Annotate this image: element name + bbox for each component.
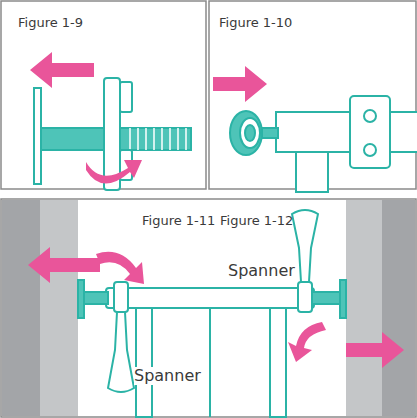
panel-frame [1, 1, 206, 189]
bolt-figure [130, 128, 186, 150]
bolt-figure [120, 82, 132, 112]
direction-arrow [30, 52, 94, 88]
gate-frame [136, 308, 152, 417]
gate-figure [240, 118, 260, 148]
part-name: Spanner [134, 367, 201, 385]
gate-frame [312, 292, 340, 304]
bolt-figure [34, 88, 41, 184]
direction-arrow [288, 322, 326, 362]
gate-frame [84, 292, 108, 304]
gate-figure [350, 96, 390, 168]
spanner-tool [298, 282, 312, 312]
gate-figure [262, 128, 278, 138]
wall [40, 200, 78, 416]
figure-label: Figure 1-11 [142, 214, 215, 228]
direction-arrow [28, 247, 404, 368]
figure-label: Figure 1-12 [220, 214, 293, 228]
wall [346, 200, 382, 416]
spanner-tool [108, 210, 318, 392]
direction-arrow [30, 52, 142, 184]
wall [2, 200, 40, 416]
gate-figure [364, 110, 376, 122]
direction-arrow [96, 252, 144, 284]
spanner-tool [292, 210, 318, 282]
figure-label: Figure 1-10 [219, 16, 292, 30]
bolt-figure [34, 78, 191, 190]
direction-arrow [346, 332, 404, 368]
gate-frame [78, 280, 346, 417]
gate-frame [106, 288, 314, 308]
gate-frame [270, 308, 286, 417]
bolt-figure [104, 78, 120, 190]
direction-arrow [86, 160, 142, 184]
direction-arrow [213, 66, 267, 102]
spanner-tool [114, 282, 128, 312]
gate-figure [296, 152, 328, 192]
figure-label: Figure 1-9 [18, 16, 83, 30]
wall [382, 200, 415, 416]
direction-arrow [28, 247, 100, 283]
wall [2, 200, 415, 416]
direction-arrow [213, 66, 267, 102]
gate-figure [230, 111, 262, 155]
gate-figure [245, 125, 255, 141]
gate-figure [276, 112, 417, 152]
part-name: Spanner [228, 262, 295, 280]
spanner-tool [108, 312, 134, 392]
gate-figure [364, 144, 376, 156]
gate-frame [209, 308, 211, 417]
panel-frame [1, 199, 416, 417]
gate-figure [230, 96, 417, 192]
